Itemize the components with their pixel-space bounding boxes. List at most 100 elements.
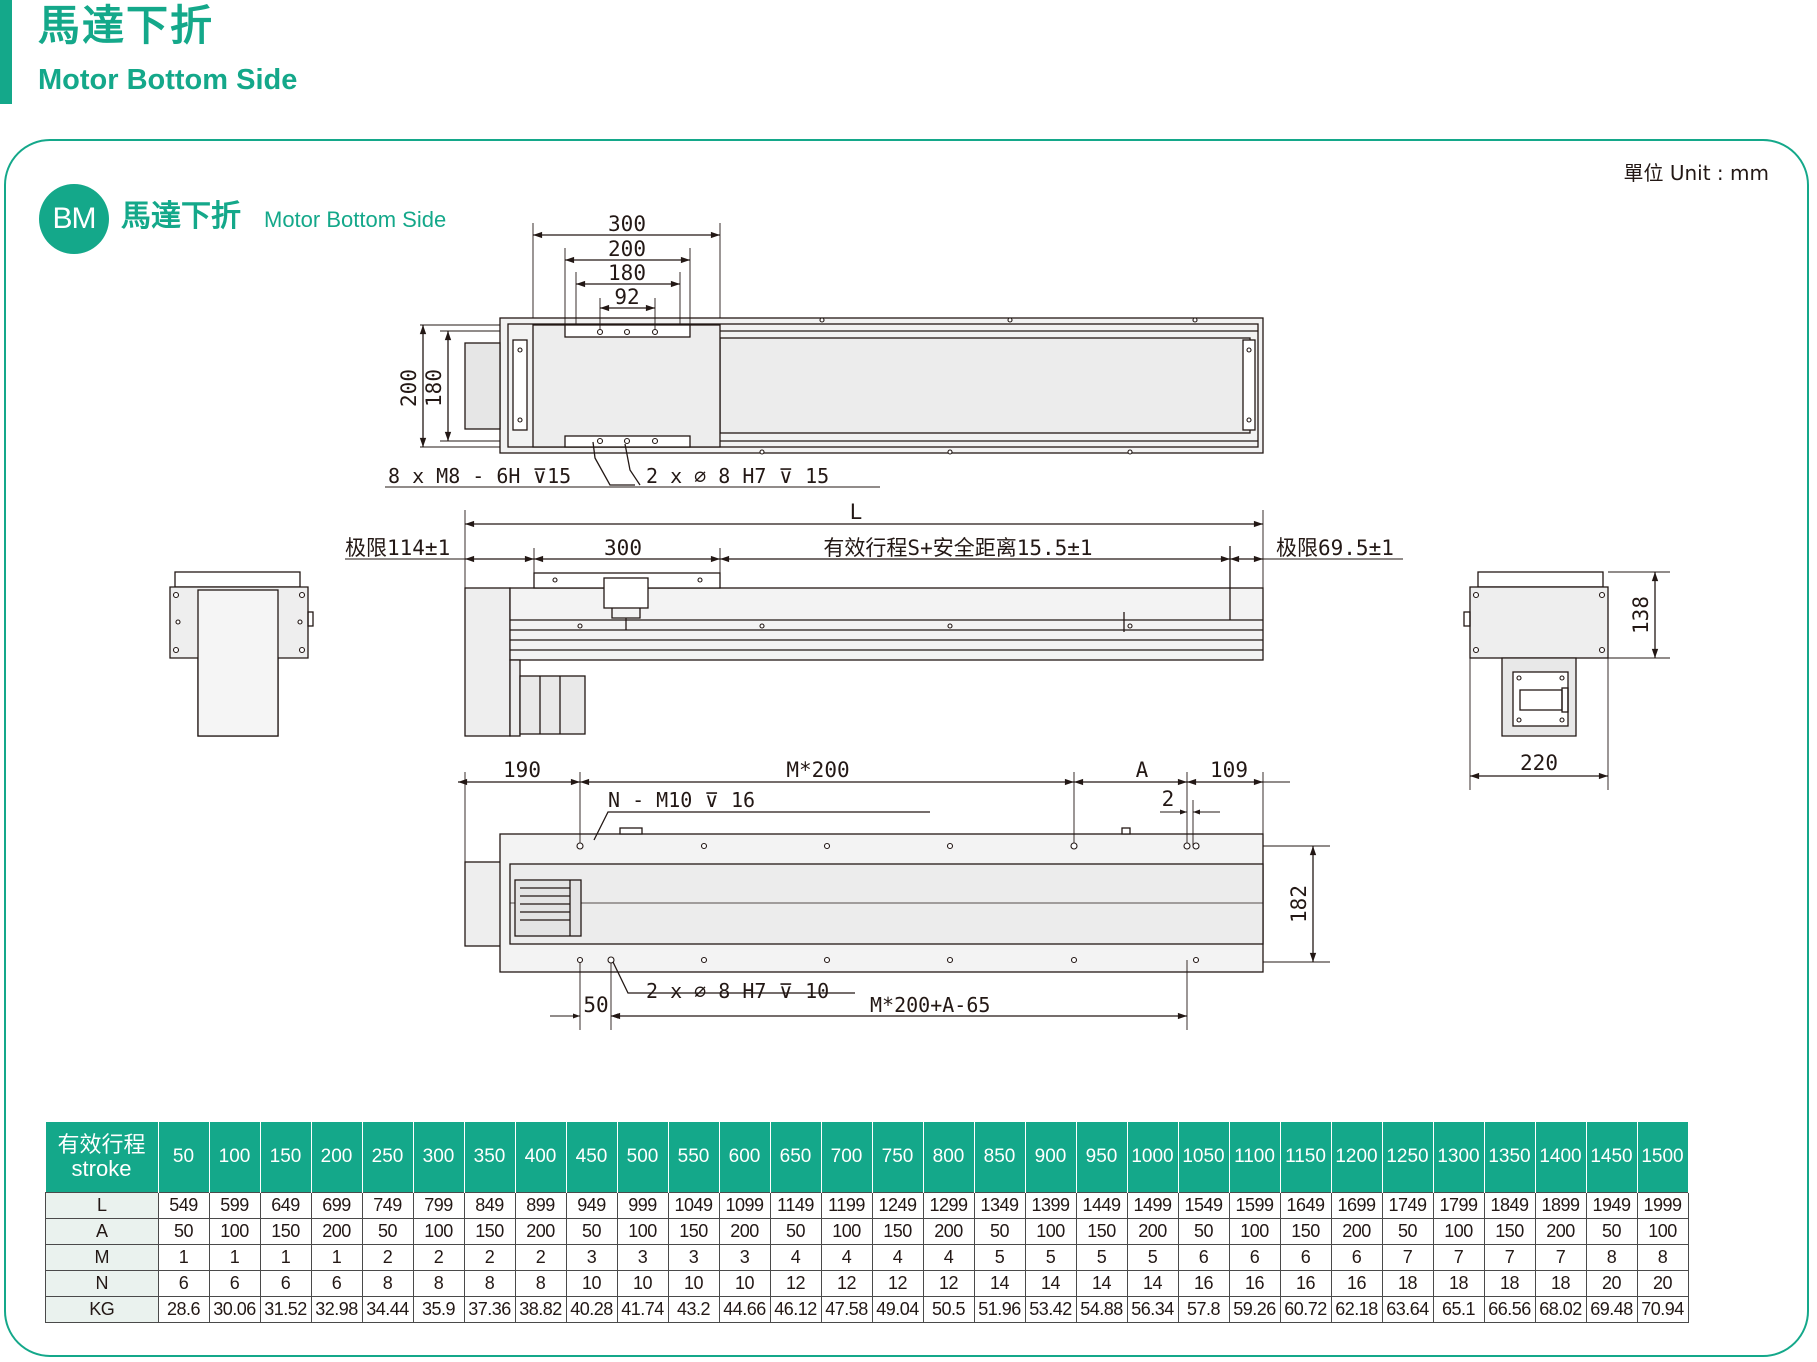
spec-cell: 949 <box>565 1192 618 1219</box>
spec-cell: 6 <box>208 1270 261 1297</box>
spec-cell: 3 <box>565 1244 618 1271</box>
spec-cell: 68.02 <box>1534 1296 1587 1323</box>
spec-cell: 2 <box>514 1244 567 1271</box>
spec-cell: 20 <box>1585 1270 1638 1297</box>
unit-label: 單位 Unit : mm <box>1623 161 1770 185</box>
callout-nut-holes: N - M10 ⊽ 16 <box>608 788 755 812</box>
spec-cell: 56.34 <box>1126 1296 1179 1323</box>
spec-cell: 32.98 <box>310 1296 363 1323</box>
spec-cell: 50 <box>973 1218 1026 1245</box>
spec-cell: 849 <box>463 1192 516 1219</box>
spec-cell: 62.18 <box>1330 1296 1383 1323</box>
dim-top-200: 200 <box>608 237 646 261</box>
spec-cell: 150 <box>871 1218 924 1245</box>
spec-cell: 1499 <box>1126 1192 1179 1219</box>
spec-cell: 3 <box>616 1244 669 1271</box>
spec-cell: 12 <box>820 1270 873 1297</box>
stroke-cell: 1200 <box>1331 1122 1383 1193</box>
spec-cell: 8 <box>361 1270 414 1297</box>
stroke-cell: 100 <box>209 1122 261 1193</box>
callout-screw-holes: 8 x M8 - 6H ⊽15 <box>388 464 571 488</box>
spec-cell: 999 <box>616 1192 669 1219</box>
spec-cell: 1549 <box>1177 1192 1230 1219</box>
top-view-holes <box>517 317 1252 455</box>
spec-cell: 4 <box>769 1244 822 1271</box>
stroke-cell: 550 <box>668 1122 720 1193</box>
spec-cell: 1349 <box>973 1192 1026 1219</box>
spec-cell: 200 <box>1534 1218 1587 1245</box>
stroke-cell: 700 <box>821 1122 873 1193</box>
spec-cell: 4 <box>871 1244 924 1271</box>
spec-cell: 51.96 <box>973 1296 1026 1323</box>
spec-cell: 5 <box>1075 1244 1128 1271</box>
stroke-cell: 1300 <box>1433 1122 1485 1193</box>
stroke-cell: 650 <box>770 1122 822 1193</box>
spec-cell: 7 <box>1534 1244 1587 1271</box>
stroke-header-zh: 有效行程 <box>57 1132 146 1157</box>
spec-cell: 100 <box>616 1218 669 1245</box>
spec-cell: 150 <box>1075 1218 1128 1245</box>
spec-cell: 8 <box>514 1270 567 1297</box>
spec-cell: 1649 <box>1279 1192 1332 1219</box>
spec-cell: 4 <box>922 1244 975 1271</box>
spec-cell: 7 <box>1483 1244 1536 1271</box>
spec-cell: 16 <box>1228 1270 1281 1297</box>
dim-top-180: 180 <box>608 261 646 285</box>
spec-cell: 100 <box>1024 1218 1077 1245</box>
side-view-holes <box>552 577 1133 629</box>
spec-cell: 50 <box>1585 1218 1638 1245</box>
spec-cell: 1449 <box>1075 1192 1128 1219</box>
spec-cell: 1699 <box>1330 1192 1383 1219</box>
limit-left: 极限114±1 <box>345 536 450 560</box>
spec-cell: 10 <box>565 1270 618 1297</box>
spec-cell: 150 <box>1279 1218 1332 1245</box>
spec-cell: 40.28 <box>565 1296 618 1323</box>
stroke-cell: 300 <box>413 1122 465 1193</box>
spec-cell: 57.8 <box>1177 1296 1230 1323</box>
spec-cell: 1199 <box>820 1192 873 1219</box>
callout-pin-holes-bottom: 2 x ∅ 8 H7 ⊽ 10 <box>646 979 829 1003</box>
spec-cell: 47.58 <box>820 1296 873 1323</box>
spec-cell: 6 <box>1279 1244 1332 1271</box>
spec-cell: 12 <box>769 1270 822 1297</box>
spec-cell: 5 <box>1126 1244 1179 1271</box>
dim-side-300: 300 <box>604 536 642 560</box>
dim-end-138: 138 <box>1629 596 1653 634</box>
left-end-view <box>169 571 314 737</box>
spec-cell: 65.1 <box>1432 1296 1485 1323</box>
spec-cell: 100 <box>1432 1218 1485 1245</box>
spec-cell: 46.12 <box>769 1296 822 1323</box>
header-accent-bar <box>0 0 12 104</box>
spec-cell: 150 <box>259 1218 312 1245</box>
stroke-cell: 800 <box>923 1122 975 1193</box>
spec-cell: 100 <box>1228 1218 1281 1245</box>
spec-cell: 14 <box>973 1270 1026 1297</box>
spec-cell: 69.48 <box>1585 1296 1638 1323</box>
spec-cell: 50 <box>1177 1218 1230 1245</box>
spec-cell: 4 <box>820 1244 873 1271</box>
dim-top-300: 300 <box>608 212 646 236</box>
dim-side-200: 200 <box>397 369 421 407</box>
spec-cell: 12 <box>922 1270 975 1297</box>
spec-cell: 1999 <box>1636 1192 1689 1219</box>
dim-bottom-109: 109 <box>1210 758 1248 782</box>
spec-row-label: M <box>45 1244 159 1271</box>
spec-cell: 8 <box>412 1270 465 1297</box>
spec-cell: 1799 <box>1432 1192 1485 1219</box>
spec-cell: 6 <box>1330 1244 1383 1271</box>
spec-cell: 34.44 <box>361 1296 414 1323</box>
spec-cell: 70.94 <box>1636 1296 1689 1323</box>
dim-bottom-m200: M*200 <box>786 758 849 782</box>
spec-cell: 43.2 <box>667 1296 720 1323</box>
limit-right: 极限69.5±1 <box>1276 536 1394 560</box>
spec-cell: 10 <box>616 1270 669 1297</box>
spec-cell: 20 <box>1636 1270 1689 1297</box>
spec-cell: 50.5 <box>922 1296 975 1323</box>
spec-cell: 100 <box>208 1218 261 1245</box>
stroke-cell: 850 <box>974 1122 1026 1193</box>
spec-cell: 10 <box>718 1270 771 1297</box>
